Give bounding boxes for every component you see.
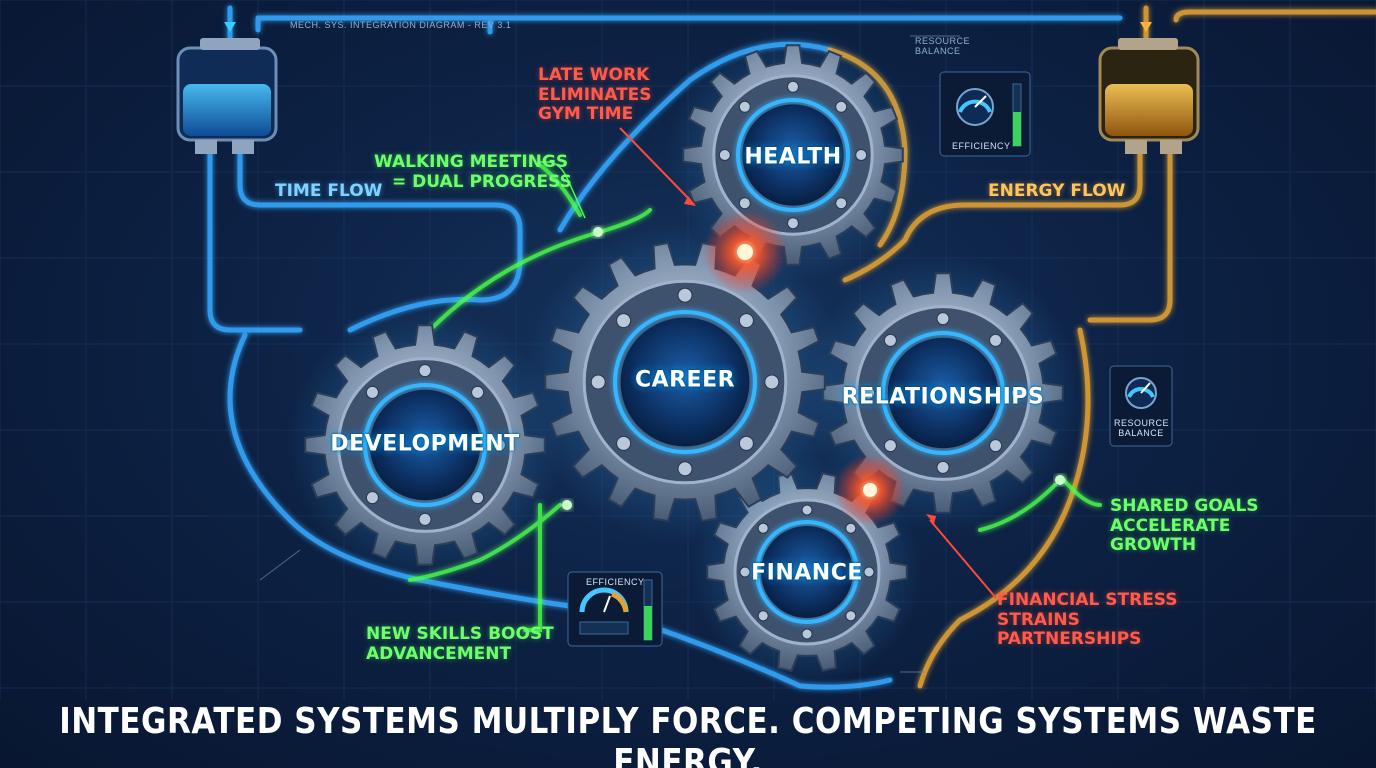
gear-label-finance: FINANCE xyxy=(751,561,863,586)
walking-meetings-annotation: WALKING MEETINGS = DUAL PROGRESS xyxy=(374,153,572,192)
shared-goals-line-1: SHARED GOALS xyxy=(1110,497,1259,517)
financial-stress-line-2: STRAINS xyxy=(997,611,1178,631)
gear-label-relationships: RELATIONSHIPS xyxy=(842,385,1045,410)
revision-note: MECH. SYS. INTEGRATION DIAGRAM - REV 3.1 xyxy=(290,20,511,30)
gear-label-health: HEALTH xyxy=(744,145,841,170)
bottom-gauge-title: EFFICIENCY xyxy=(586,577,645,587)
conflict-spark-health-career xyxy=(703,210,787,294)
financial-stress-line-3: PARTNERSHIPS xyxy=(997,630,1178,650)
right-gauge-title: RESOURCE BALANCE xyxy=(1114,418,1168,439)
late-work-line-3: GYM TIME xyxy=(538,105,652,125)
late-work-line-2: ELIMINATES xyxy=(538,86,652,106)
shared-goals-line-3: GROWTH xyxy=(1110,536,1259,556)
walking-meetings-line-1: WALKING MEETINGS xyxy=(374,153,572,173)
time-input-arrow-icon xyxy=(224,22,236,32)
footer-tagline: INTEGRATED SYSTEMS MULTIPLY FORCE. COMPE… xyxy=(0,701,1376,768)
energy-tank xyxy=(1100,38,1198,154)
late-work-line-1: LATE WORK xyxy=(538,66,652,86)
top-gauge-header: RESOURCE BALANCE xyxy=(915,36,975,57)
shared-goals-annotation: SHARED GOALS ACCELERATE GROWTH xyxy=(1110,497,1259,556)
energy-input-arrow-icon xyxy=(1140,22,1152,32)
walking-meetings-line-2: = DUAL PROGRESS xyxy=(374,173,572,193)
gear-label-career: CAREER xyxy=(635,368,735,393)
new-skills-line-2: ADVANCEMENT xyxy=(366,645,554,665)
new-skills-line-1: NEW SKILLS BOOST xyxy=(366,625,554,645)
gear-label-development: DEVELOPMENT xyxy=(330,432,519,457)
conflict-spark-relationships-finance xyxy=(834,454,906,526)
late-work-annotation: LATE WORK ELIMINATES GYM TIME xyxy=(538,66,652,125)
top-gauge-title: EFFICIENCY xyxy=(952,141,1011,151)
new-skills-annotation: NEW SKILLS BOOST ADVANCEMENT xyxy=(366,625,554,664)
time-flow-label: TIME FLOW xyxy=(275,182,382,202)
time-tank xyxy=(178,38,276,154)
shared-goals-line-2: ACCELERATE xyxy=(1110,517,1259,537)
financial-stress-annotation: FINANCIAL STRESS STRAINS PARTNERSHIPS xyxy=(997,591,1178,650)
financial-stress-line-1: FINANCIAL STRESS xyxy=(997,591,1178,611)
energy-flow-label: ENERGY FLOW xyxy=(988,182,1125,202)
